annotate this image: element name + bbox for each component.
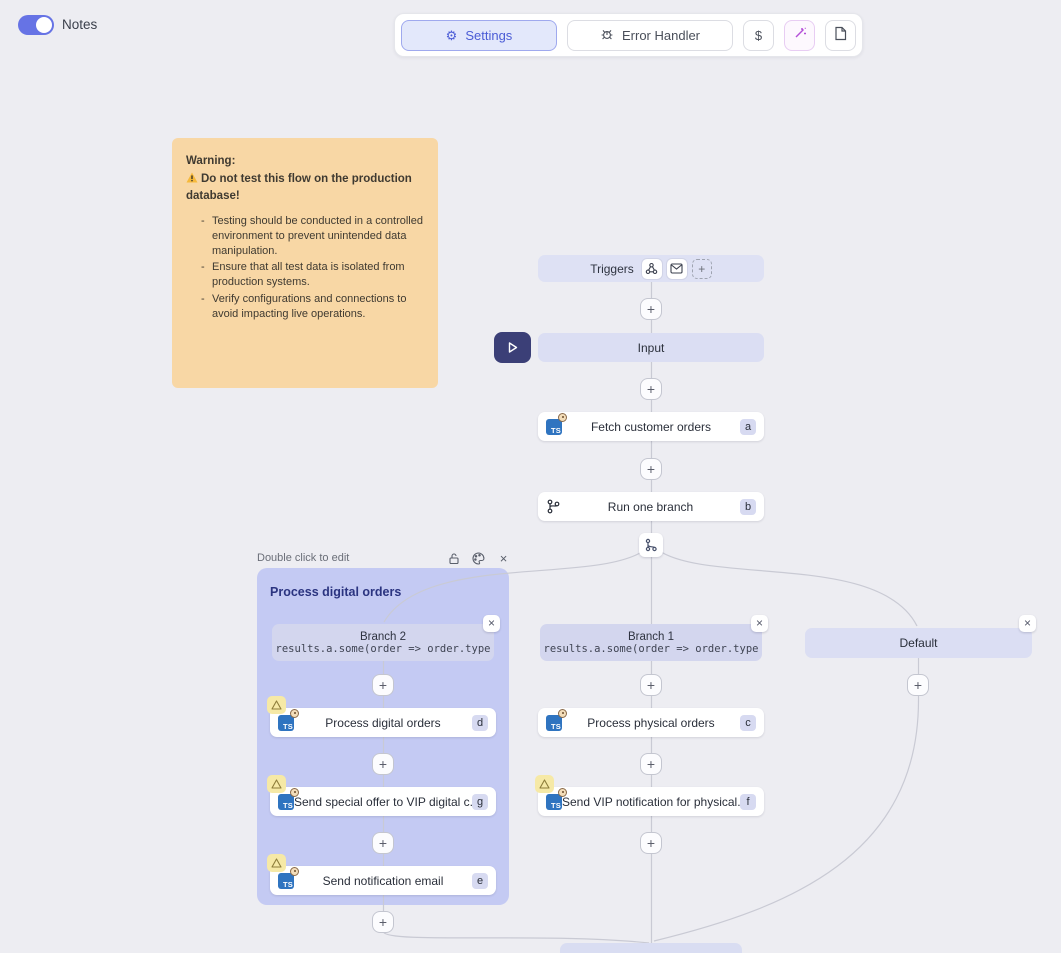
document-icon [834, 26, 847, 44]
branch1-condition-code: results.a.some(order => order.type [543, 642, 759, 655]
node-process-digital-orders[interactable]: TS Process digital orders d [270, 708, 496, 737]
typescript-icon: TS [278, 787, 299, 810]
add-step-button[interactable] [372, 753, 394, 775]
note-bullet-list: Testing should be conducted in a control… [186, 214, 424, 322]
add-step-button[interactable] [372, 832, 394, 854]
default-branch-label: Default [899, 636, 938, 650]
code-badge-icon [290, 866, 299, 876]
note-bullet: Verify configurations and connections to… [201, 292, 424, 322]
gear-icon: ⚙ [445, 27, 458, 43]
branch2-condition-code: results.a.some(order => order.type [275, 642, 491, 655]
play-icon [508, 342, 518, 353]
typescript-icon: TS [278, 708, 299, 731]
branch2-condition-node[interactable]: Branch 2 results.a.some(order => order.t… [272, 624, 494, 661]
lock-icon[interactable] [446, 551, 461, 566]
step-letter-badge: e [472, 872, 488, 889]
add-step-button[interactable] [640, 832, 662, 854]
node-process-physical-orders[interactable]: TS Process physical orders c [538, 708, 764, 737]
email-trigger-icon[interactable] [666, 258, 687, 279]
top-toolbar: ⚙ Settings Error Handler $ [394, 13, 863, 57]
step-letter-badge: b [740, 498, 756, 515]
notes-toggle-label: Notes [62, 17, 98, 32]
run-flow-button[interactable] [494, 332, 531, 363]
add-step-button[interactable] [640, 298, 662, 320]
branch-split-icon[interactable] [639, 533, 663, 557]
add-step-button[interactable] [372, 674, 394, 696]
note-alert-line: Do not test this flow on the production … [186, 172, 412, 202]
add-step-button[interactable] [640, 378, 662, 400]
note-title: Warning: [186, 155, 236, 167]
add-step-button[interactable] [640, 458, 662, 480]
merge-node-partial[interactable] [560, 943, 742, 953]
node-run-one-branch[interactable]: Run one branch b [538, 492, 764, 521]
group-edit-hint: Double click to edit [257, 552, 350, 564]
code-badge-icon [290, 708, 299, 718]
group-title: Process digital orders [270, 585, 402, 599]
ai-assistant-button[interactable] [784, 19, 815, 51]
color-palette-icon[interactable] [471, 551, 486, 566]
typescript-icon: TS [546, 787, 567, 810]
add-step-button[interactable] [907, 674, 929, 696]
note-bullet: Ensure that all test data is isolated fr… [201, 260, 424, 290]
input-node[interactable]: Input [538, 333, 764, 362]
settings-button[interactable]: ⚙ Settings [401, 19, 557, 51]
notes-toggle[interactable] [18, 15, 54, 35]
typescript-icon: TS [546, 412, 567, 435]
add-step-button[interactable] [640, 753, 662, 775]
step-letter-badge: g [472, 793, 488, 810]
node-send-vip-notification[interactable]: TS Send VIP notification for physical...… [538, 787, 764, 816]
step-letter-badge: c [740, 714, 756, 731]
node-send-special-offer[interactable]: TS Send special offer to VIP digital c..… [270, 787, 496, 816]
dollar-icon: $ [754, 27, 763, 43]
bug-icon [600, 27, 614, 44]
close-branch1-button[interactable] [751, 615, 768, 632]
triggers-label: Triggers [590, 261, 634, 276]
step-letter-badge: d [472, 714, 488, 731]
error-handler-button[interactable]: Error Handler [567, 19, 733, 51]
branch1-condition-node[interactable]: Branch 1 results.a.some(order => order.t… [540, 624, 762, 661]
add-trigger-button[interactable]: + [691, 258, 712, 279]
close-default-branch-button[interactable] [1019, 615, 1036, 632]
add-step-button[interactable] [640, 674, 662, 696]
code-badge-icon [558, 708, 567, 718]
warning-badge [267, 775, 286, 793]
default-branch-node[interactable]: Default [805, 628, 1032, 658]
input-node-label: Input [637, 340, 665, 355]
close-group-icon[interactable]: × [499, 551, 508, 566]
toggle-knob [36, 17, 52, 33]
step-letter-badge: a [740, 418, 756, 435]
step-letter-badge: f [740, 793, 756, 810]
warning-badge [267, 854, 286, 872]
close-branch2-button[interactable] [483, 615, 500, 632]
code-badge-icon [558, 412, 567, 422]
magic-wand-icon [792, 26, 807, 44]
code-badge-icon [290, 787, 299, 797]
warning-emoji-icon [186, 172, 198, 188]
webhook-trigger-icon[interactable] [641, 258, 662, 279]
node-send-notification-email[interactable]: TS Send notification email e [270, 866, 496, 895]
warning-sticky-note[interactable]: Warning: Do not test this flow on the pr… [172, 138, 438, 388]
branch-icon [546, 499, 561, 514]
warning-badge [535, 775, 554, 793]
cost-button[interactable]: $ [743, 19, 774, 51]
warning-badge [267, 696, 286, 714]
typescript-icon: TS [546, 708, 567, 731]
error-handler-button-label: Error Handler [621, 27, 701, 43]
group-toolbar: × [446, 551, 511, 566]
code-badge-icon [558, 787, 567, 797]
typescript-icon: TS [278, 866, 299, 889]
settings-button-label: Settings [465, 27, 513, 43]
triggers-node[interactable]: Triggers + [538, 255, 764, 282]
add-step-button[interactable] [372, 911, 394, 933]
notes-doc-button[interactable] [825, 19, 856, 51]
node-fetch-customer-orders[interactable]: TS Fetch customer orders a [538, 412, 764, 441]
note-bullet: Testing should be conducted in a control… [201, 214, 424, 260]
